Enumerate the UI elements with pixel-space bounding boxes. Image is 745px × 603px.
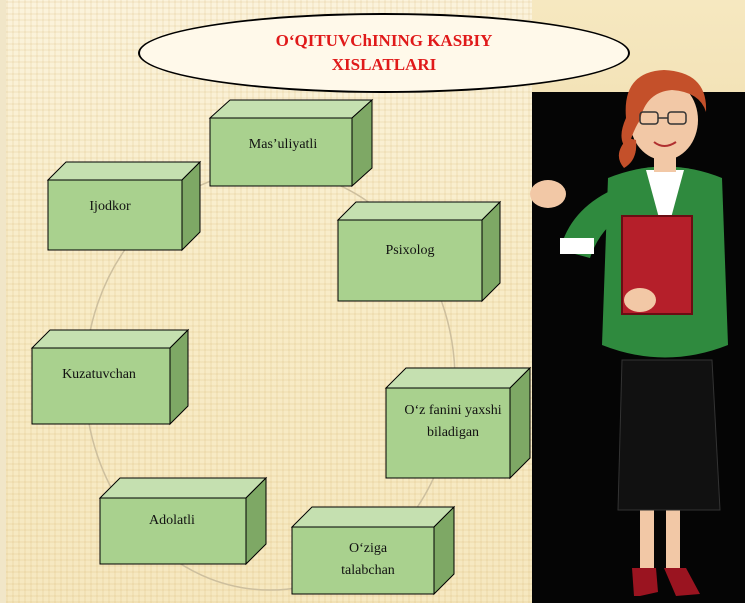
title-banner: O‘QITUVChINING KASBIY XISLATLARI [138, 13, 630, 93]
box-psixolog [336, 200, 502, 303]
label-adolatli: Adolatli [149, 513, 195, 528]
label-masuliyatli: Mas’uliyatli [248, 137, 318, 152]
label-oziga-talabchan: O‘ziga talabchan [341, 541, 395, 578]
box-oz-fanini [384, 366, 532, 480]
label-kuzatuvchan: Kuzatuvchan [62, 367, 136, 382]
teacher-figure [530, 70, 728, 596]
label-psixolog: Psixolog [385, 243, 435, 258]
diagram-title: O‘QITUVChINING KASBIY XISLATLARI [275, 31, 493, 74]
box-oziga-talabchan [290, 505, 456, 596]
box-kuzatuvchan [30, 328, 190, 426]
label-oz-fanini: O‘z fanini yaxshi biladigan [404, 403, 502, 440]
slide-edge [0, 0, 6, 603]
label-ijodkor: Ijodkor [89, 199, 131, 214]
box-adolatli [98, 476, 268, 566]
box-masuliyatli [208, 98, 374, 188]
box-ijodkor [46, 160, 202, 252]
